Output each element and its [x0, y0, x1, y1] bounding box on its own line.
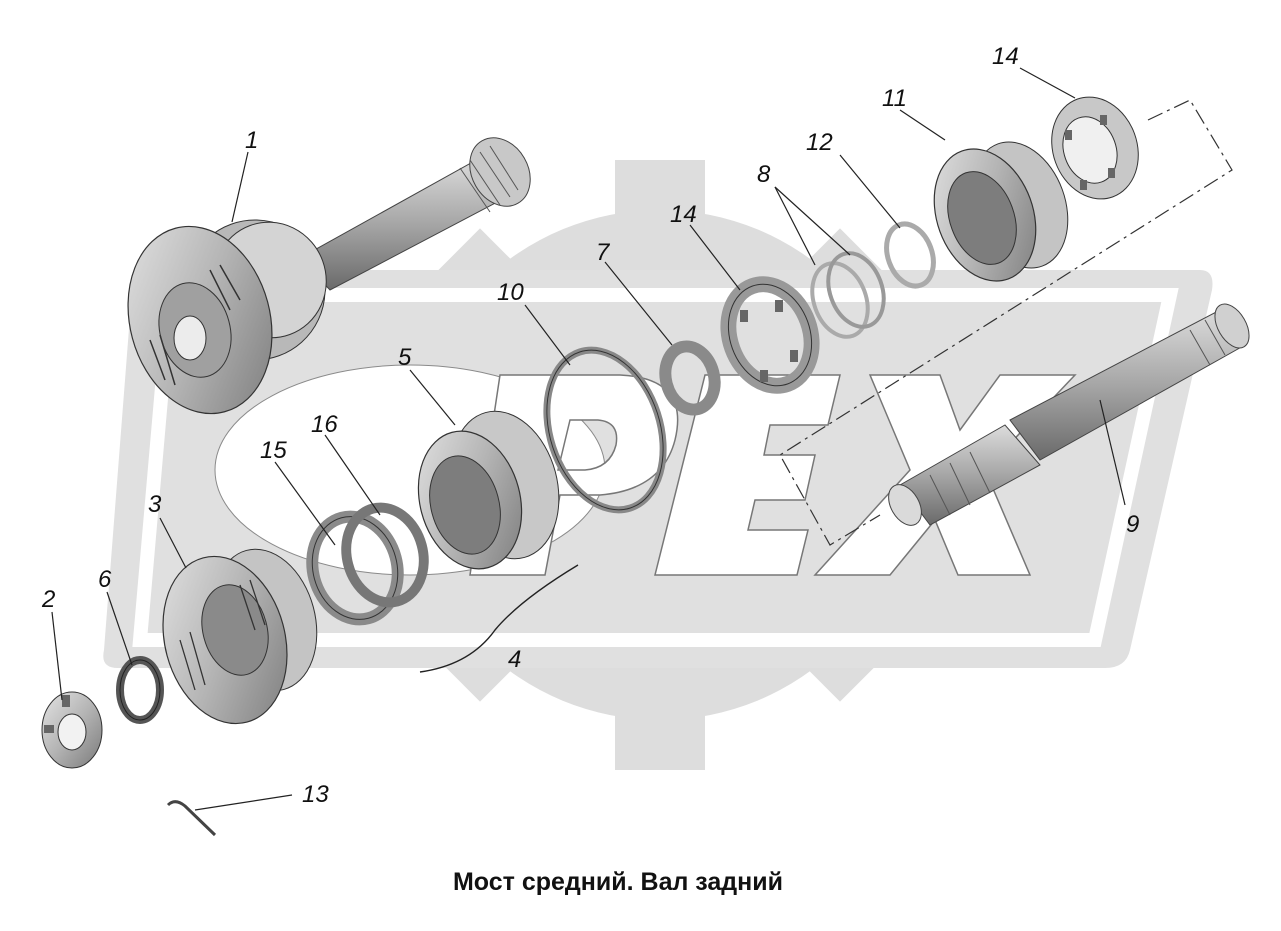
part-10-gasket	[543, 346, 667, 514]
callout-5: 5	[398, 344, 412, 371]
part-1-drive-shaft-flange	[127, 137, 531, 415]
caption-box: Мост средний. Вал задний	[396, 860, 840, 916]
part-14-bearing-upper	[1051, 96, 1139, 200]
part-8-rings	[810, 251, 886, 339]
part-4-gasket-line	[419, 564, 579, 673]
part-3-hub-flange	[162, 548, 318, 725]
part-9-splined-shaft	[888, 303, 1250, 526]
part-11-housing	[933, 141, 1069, 282]
callout-11: 11	[882, 85, 907, 112]
callout-14-lower: 14	[670, 201, 697, 228]
callout-10: 10	[497, 279, 524, 306]
letter-e	[654, 374, 841, 576]
callout-1: 1	[245, 127, 258, 154]
callout-4: 4	[508, 646, 521, 673]
part-13-cotter-pin	[166, 800, 217, 837]
callout-16: 16	[311, 411, 338, 438]
part-12-snap-ring	[884, 221, 936, 289]
callouts: 1 2 3 4 5 6 7 8 9 10 11 12 13 14 14 15 1…	[41, 43, 1139, 808]
callout-6: 6	[98, 566, 112, 593]
callout-9: 9	[1126, 511, 1139, 538]
leader-lines	[51, 67, 1126, 811]
callout-12: 12	[806, 129, 833, 156]
assembly-axis-lines	[779, 99, 1233, 546]
callout-14-upper: 14	[992, 43, 1019, 70]
callout-15: 15	[260, 437, 287, 464]
callout-8: 8	[757, 161, 771, 188]
callout-13: 13	[302, 781, 329, 808]
part-2-castle-nut	[41, 691, 103, 769]
part-5-bearing-housing	[417, 410, 560, 570]
part-7-spacer-ring	[659, 340, 721, 416]
diagram-caption: Мост средний. Вал задний	[452, 868, 784, 896]
callout-3: 3	[148, 491, 162, 518]
watermark-banner-inner	[132, 288, 1179, 647]
callout-2: 2	[41, 586, 55, 613]
callout-7: 7	[596, 239, 611, 266]
part-14-bearing-lower	[720, 276, 820, 394]
part-6-lock-washer	[116, 656, 164, 724]
part-15-16-seal-rings	[306, 502, 429, 626]
